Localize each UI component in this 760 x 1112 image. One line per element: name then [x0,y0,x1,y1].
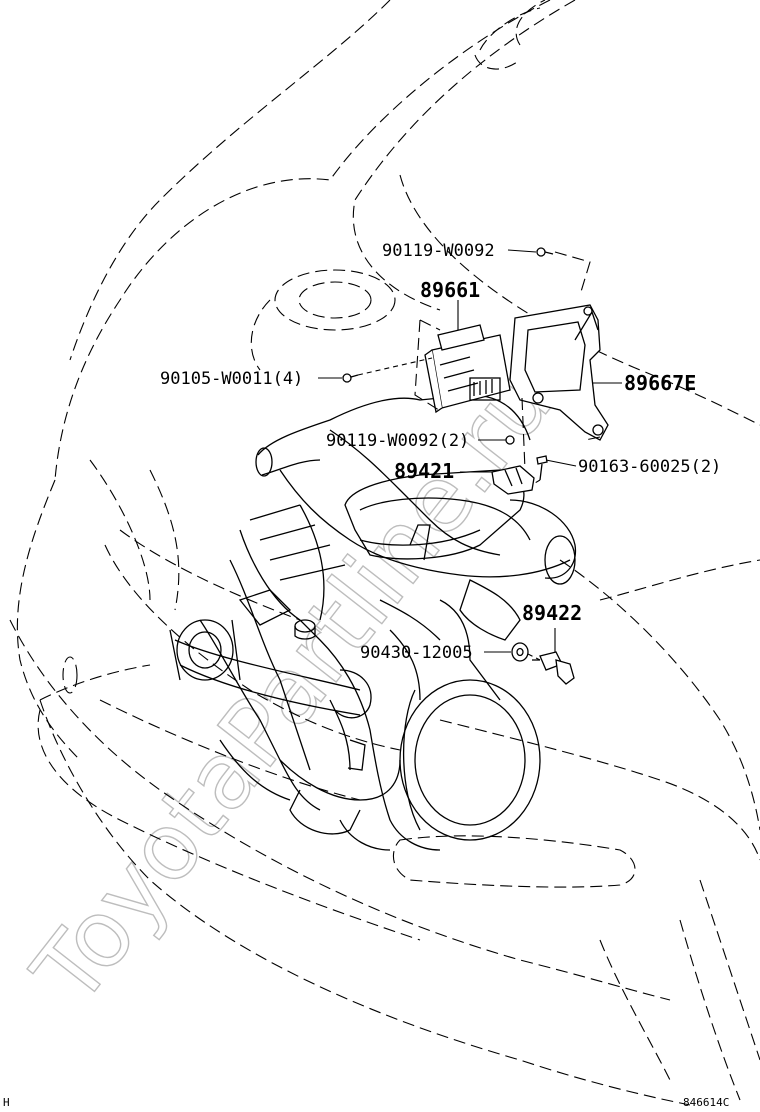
bolt-lower [505,435,515,445]
bolt-top [536,247,554,257]
callout-label: 90119-W0092(2) [326,431,469,451]
footer-left-mark: H [3,1096,10,1109]
ecu-bracket [509,304,609,441]
ecu-mount-line [521,397,601,471]
callout-label: 89667E [624,371,696,395]
figure-code: 846614C [683,1096,729,1109]
callout-label: 90119-W0092 [382,241,495,261]
callout-label: 89422 [522,601,582,625]
ecu-mount-line [414,319,443,413]
sensor-89421 [491,465,535,495]
screw [536,455,548,481]
callout-label: 90430-12005 [360,643,473,663]
bolt-left [342,373,359,383]
callout-label: 90163-60025(2) [578,457,721,477]
callout-label: 89421 [394,459,454,483]
callout-label: 90105-W0011(4) [160,369,303,389]
sensor-89422 [532,651,575,685]
gasket [511,642,529,662]
car-body-outline [9,0,760,1106]
callout-label: 89661 [420,278,480,302]
ecu-module [424,324,511,414]
ecu-mount-line [554,251,591,296]
engine-assembly [169,394,577,851]
